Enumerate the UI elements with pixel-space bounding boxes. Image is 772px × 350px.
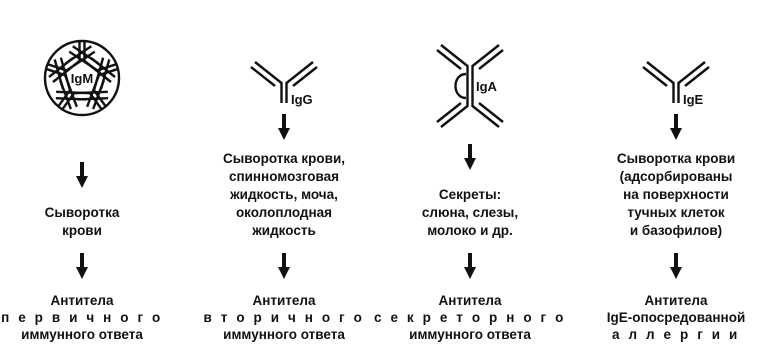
- igg-label: IgG: [291, 92, 313, 107]
- iga-location-line-3: молоко и др.: [427, 223, 513, 238]
- iga-arrow-2: [464, 253, 476, 279]
- igm-arrow-1: [76, 162, 88, 188]
- ige-arrow-1: [670, 114, 682, 140]
- ige-label: IgE: [683, 92, 704, 107]
- iga-response-line-3: иммунного ответа: [409, 327, 531, 342]
- ige-response-line-2: IgE-опосредованной: [607, 310, 746, 325]
- iga-response-line-1: Антитела: [438, 293, 502, 308]
- igg-arrow-1: [278, 114, 290, 140]
- igg-location-line-3: жидкость, моча,: [229, 187, 338, 202]
- igg-arrow-2: [278, 253, 290, 279]
- igg-response-line-3: иммунного ответа: [223, 327, 345, 342]
- igg-response-line-2: в т о р и ч н о г о: [204, 310, 365, 325]
- ige-location-line-4: тучных клеток: [627, 205, 725, 220]
- ige-response-line-1: Антитела: [644, 293, 708, 308]
- igm-label: IgM: [71, 71, 93, 86]
- iga-arrow-1: [464, 144, 476, 170]
- ige-column: IgE Сыворотка крови (адсорбированы на по…: [607, 60, 746, 342]
- igm-column: IgM Сыворотка крови Антитела п е р в и ч…: [1, 33, 163, 342]
- igm-response-line-3: иммунного ответа: [21, 327, 143, 342]
- igm-arrow-2: [76, 253, 88, 279]
- ige-location-line-5: и базофилов): [630, 223, 722, 238]
- iga-label: IgA: [476, 79, 498, 94]
- iga-response-line-2: с е к р е т о р н о г о: [374, 310, 566, 325]
- ige-response-line-3: а л л е р г и и: [612, 327, 740, 342]
- igg-location-line-4: околоплодная: [236, 205, 332, 220]
- igg-response-line-1: Антитела: [252, 293, 316, 308]
- igm-location-line-2: крови: [62, 223, 102, 238]
- iga-dimer-icon: [435, 43, 505, 129]
- igm-response-line-1: Антитела: [50, 293, 114, 308]
- ige-arrow-2: [670, 253, 682, 279]
- ige-location-line-3: на поверхности: [623, 187, 729, 202]
- igm-location-line-1: Сыворотка: [45, 205, 120, 220]
- igm-pentamer-icon: [32, 33, 132, 129]
- igm-response-line-2: п е р в и ч н о г о: [1, 310, 163, 325]
- iga-location-line-1: Секреты:: [439, 187, 501, 202]
- iga-location-line-2: слюна, слезы,: [422, 205, 518, 220]
- ige-location-line-2: (адсорбированы: [620, 169, 733, 184]
- igg-location-line-5: жидкость: [251, 223, 316, 238]
- iga-column: IgA Секреты: слюна, слезы, молоко и др. …: [374, 43, 566, 342]
- igg-location-line-2: спинномозговая: [229, 169, 339, 184]
- igg-column: IgG Сыворотка крови, спинномозговая жидк…: [204, 60, 365, 342]
- igg-location-line-1: Сыворотка крови,: [223, 151, 345, 166]
- ige-location-line-1: Сыворотка крови: [617, 151, 735, 166]
